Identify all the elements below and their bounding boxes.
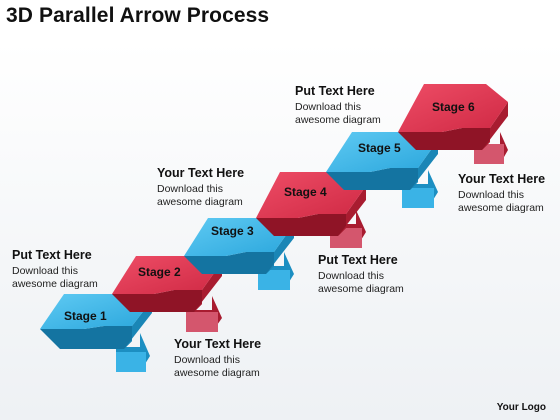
stage-5-label: Stage 5 [358, 141, 401, 155]
stage-2-label: Stage 2 [138, 265, 181, 279]
stage-3-front-face [184, 252, 274, 274]
stage-1-side-face [124, 300, 152, 349]
stage-5-side-face [410, 140, 438, 190]
callout-4-body: Download this awesome diagram [318, 270, 404, 295]
stage-6-front-face [398, 128, 490, 150]
callout-5-body: Download this awesome diagram [295, 101, 381, 126]
callout-3-heading: Your Text Here [157, 166, 245, 180]
stage-4-front-face [256, 214, 346, 236]
callout-3-body: Download this awesome diagram [157, 183, 243, 208]
callout-6-body: Download this awesome diagram [458, 189, 544, 214]
stage-4-label: Stage 4 [284, 185, 327, 199]
callout-5: Put Text Here Download this awesome diag… [295, 84, 435, 127]
stage-1-down-tab [116, 352, 146, 372]
stage-2-down-tab [186, 312, 218, 332]
callout-1: Put Text Here Download this awesome diag… [12, 248, 152, 291]
stage-5-front-face [326, 168, 418, 190]
callout-4: Put Text Here Download this awesome diag… [318, 253, 458, 296]
callout-2-heading: Your Text Here [174, 337, 262, 351]
callout-6-heading: Your Text Here [458, 172, 546, 186]
logo-text: Your Logo [496, 402, 546, 413]
callout-4-heading: Put Text Here [318, 253, 398, 267]
page-title: 3D Parallel Arrow Process [6, 4, 270, 27]
callout-5-heading: Put Text Here [295, 84, 375, 98]
stage-5-down-tab [402, 188, 434, 208]
stage-3-down-tab [258, 270, 290, 290]
stage-6-block: Stage 6 [398, 84, 508, 164]
callout-2-body: Download this awesome diagram [174, 354, 260, 379]
callout-3: Your Text Here Download this awesome dia… [157, 166, 297, 209]
stage-3-label: Stage 3 [211, 224, 254, 238]
stage-1-label: Stage 1 [64, 309, 107, 323]
callout-6: Your Text Here Download this awesome dia… [458, 172, 558, 215]
stage-2-side-face [194, 262, 222, 312]
stage-6-side-face [482, 102, 508, 150]
stage-1-front-face [40, 326, 132, 349]
callout-2: Your Text Here Download this awesome dia… [174, 337, 314, 380]
stage-2-front-face [112, 290, 202, 312]
stage-6-top-face [398, 84, 508, 132]
callout-1-heading: Put Text Here [12, 248, 92, 262]
stage-3-side-face [266, 224, 294, 274]
stage-1-block: Stage 1 [40, 294, 152, 372]
stage-6-label: Stage 6 [432, 100, 475, 114]
callout-1-body: Download this awesome diagram [12, 265, 98, 290]
stage-4-side-face [338, 186, 366, 236]
stage-3-block: Stage 3 [184, 218, 294, 290]
